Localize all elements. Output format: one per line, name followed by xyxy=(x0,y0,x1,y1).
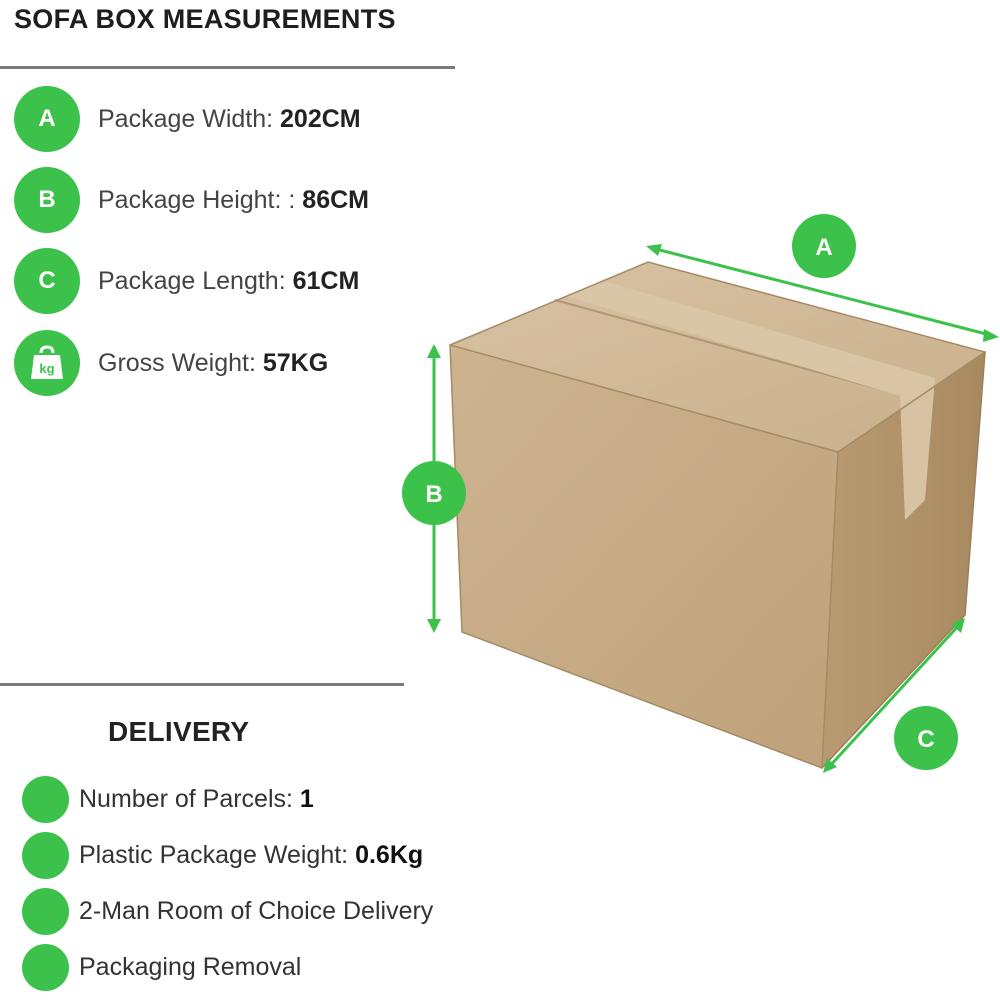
measurement-height: B Package Height: : 86CM xyxy=(14,167,454,233)
length-text: Package Length: 61CM xyxy=(98,267,359,296)
parcels-label: Number of Parcels: xyxy=(79,784,300,813)
badge-c: C xyxy=(14,248,80,314)
box-edges xyxy=(449,261,987,770)
page-title: SOFA BOX MEASUREMENTS xyxy=(14,4,396,34)
delivery-item-text: Packaging Removal xyxy=(79,953,301,982)
bullet-dot xyxy=(22,887,69,935)
box-side-face xyxy=(822,352,985,768)
length-value: 61CM xyxy=(292,266,360,295)
weight-bag-icon: kg xyxy=(31,345,63,379)
bullet-dot xyxy=(22,775,69,823)
badge-b: B xyxy=(14,167,80,233)
top-divider xyxy=(0,66,455,69)
weight-badge: kg xyxy=(14,330,80,396)
plastic-weight-label: Plastic Package Weight: xyxy=(79,840,356,869)
bullet-dot xyxy=(22,831,69,879)
box-tape xyxy=(566,281,935,396)
box-edge-right xyxy=(821,351,986,769)
width-marker-circle xyxy=(792,214,856,278)
width-value: 202CM xyxy=(280,104,361,133)
weight-label: Gross Weight: xyxy=(98,348,263,377)
delivery-item: Packaging Removal xyxy=(22,943,301,991)
width-label: Package Width: xyxy=(98,104,281,133)
weight-value: 57KG xyxy=(262,348,329,377)
width-text: Package Width: 202CM xyxy=(98,105,361,134)
plastic-weight-value: 0.6Kg xyxy=(355,840,424,869)
delivery-item-text: 2-Man Room of Choice Delivery xyxy=(79,897,433,926)
two-man-delivery-label: 2-Man Room of Choice Delivery xyxy=(79,896,434,925)
length-dimension-arrow xyxy=(823,618,965,773)
box-flap-seam xyxy=(554,299,913,399)
parcels-value: 1 xyxy=(299,784,314,813)
height-marker-label: B xyxy=(425,481,442,508)
badge-a: A xyxy=(14,86,80,152)
packaging-removal-label: Packaging Removal xyxy=(79,952,302,981)
height-text: Package Height: : 86CM xyxy=(98,186,369,215)
delivery-item: Plastic Package Weight: 0.6Kg xyxy=(22,831,423,879)
length-label: Package Length: xyxy=(98,266,293,295)
height-marker-circle xyxy=(402,461,466,525)
weight-bag-text: kg xyxy=(39,361,54,376)
box-top-face xyxy=(450,262,985,452)
box-tape-side xyxy=(900,378,935,520)
measurement-length: C Package Length: 61CM xyxy=(14,248,454,314)
width-marker-label: A xyxy=(815,234,832,261)
height-value: 86CM xyxy=(302,185,369,214)
delivery-item-text: Number of Parcels: 1 xyxy=(79,785,314,814)
length-marker-label: C xyxy=(917,726,934,753)
measurement-width: A Package Width: 202CM xyxy=(14,86,454,152)
measurement-weight: kg Gross Weight: 57KG xyxy=(14,330,454,396)
box-front-face xyxy=(450,345,838,768)
delivery-item: Number of Parcels: 1 xyxy=(22,775,314,823)
height-label: Package Height: : xyxy=(98,185,303,214)
weight-text: Gross Weight: 57KG xyxy=(98,349,328,378)
width-dimension-arrow xyxy=(646,244,999,342)
delivery-item: 2-Man Room of Choice Delivery xyxy=(22,887,433,935)
middle-divider xyxy=(0,683,404,686)
bullet-dot xyxy=(22,943,69,991)
delivery-item-text: Plastic Package Weight: 0.6Kg xyxy=(79,841,423,870)
length-marker-circle xyxy=(894,706,958,770)
delivery-title: DELIVERY xyxy=(108,716,250,747)
